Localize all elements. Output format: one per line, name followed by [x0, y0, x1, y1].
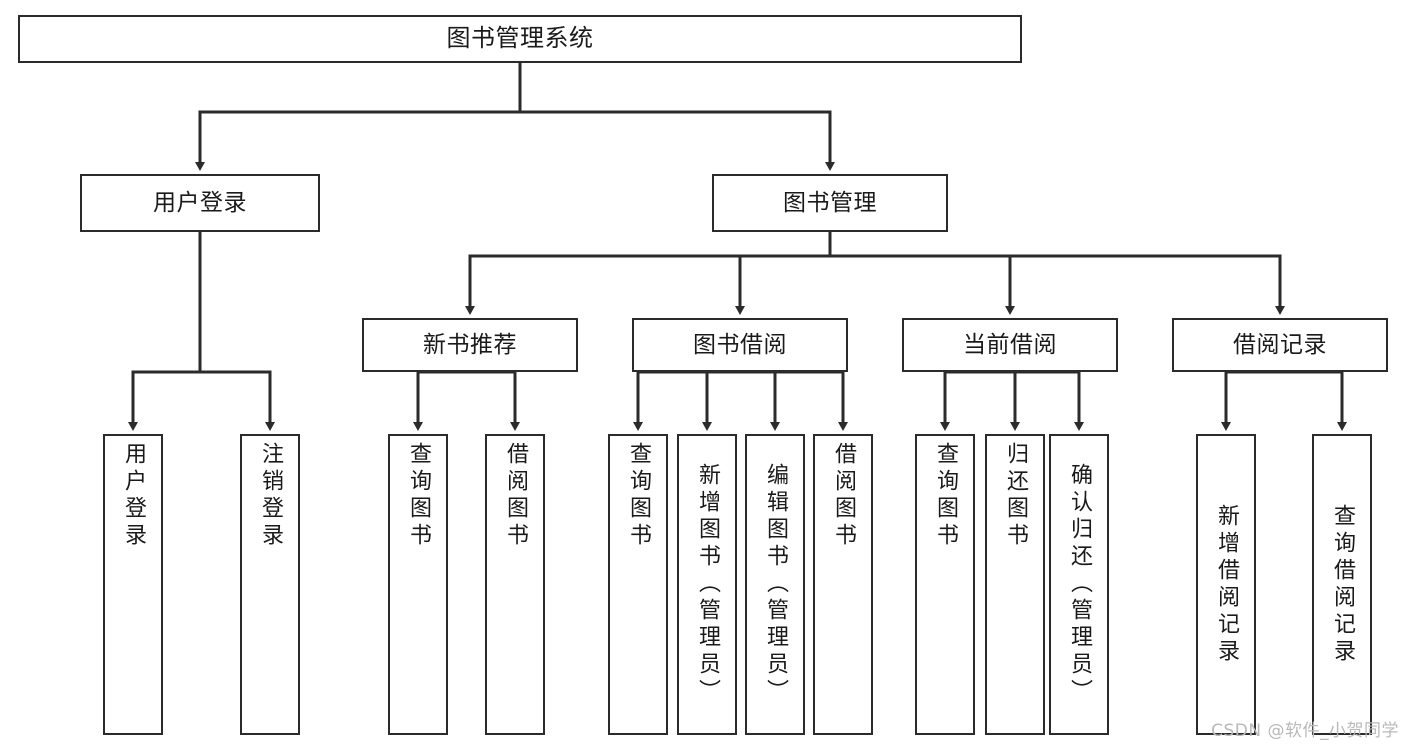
node-label: 查询图书	[933, 442, 958, 550]
node-label: 编辑图书（管理员）	[763, 463, 788, 706]
csdn-watermark: CSDN @软件_小贺同学	[1211, 721, 1399, 741]
node-label: 图书管理	[783, 189, 877, 216]
node-label: 查询图书	[406, 442, 431, 550]
node-leaf-edit-book-admin[interactable]: 编辑图书（管理员）	[745, 434, 805, 735]
node-label: 图书管理系统	[446, 24, 594, 53]
node-label: 查询图书	[626, 442, 651, 550]
node-label: 新书推荐	[423, 331, 517, 358]
node-book-manage[interactable]: 图书管理	[712, 174, 948, 232]
node-leaf-return-book[interactable]: 归还图书	[985, 434, 1045, 735]
node-leaf-query-book-rec[interactable]: 查询图书	[388, 434, 448, 735]
node-borrow-record[interactable]: 借阅记录	[1172, 318, 1388, 372]
node-label: 用户登录	[153, 189, 247, 216]
node-leaf-query-book-cb[interactable]: 查询图书	[915, 434, 975, 735]
node-leaf-borrow-book-rec[interactable]: 借阅图书	[485, 434, 545, 735]
node-leaf-logout[interactable]: 注销登录	[240, 434, 300, 735]
node-root[interactable]: 图书管理系统	[18, 15, 1022, 63]
node-label: 图书借阅	[693, 331, 787, 358]
node-leaf-query-borrow-record[interactable]: 查询借阅记录	[1312, 434, 1372, 735]
node-leaf-add-borrow-record[interactable]: 新增借阅记录	[1196, 434, 1256, 735]
node-label: 借阅记录	[1233, 331, 1327, 358]
node-label: 新增借阅记录	[1214, 503, 1239, 666]
node-label: 查询借阅记录	[1330, 503, 1355, 666]
node-user-login[interactable]: 用户登录	[80, 174, 320, 232]
node-book-borrow[interactable]: 图书借阅	[632, 318, 848, 372]
node-new-book-rec[interactable]: 新书推荐	[362, 318, 578, 372]
node-label: 当前借阅	[963, 331, 1057, 358]
node-leaf-borrow-book-bb[interactable]: 借阅图书	[813, 434, 873, 735]
node-leaf-confirm-return-admin[interactable]: 确认归还（管理员）	[1049, 434, 1109, 735]
node-label: 新增图书（管理员）	[695, 463, 720, 706]
node-current-borrow[interactable]: 当前借阅	[902, 318, 1118, 372]
node-label: 确认归还（管理员）	[1067, 463, 1092, 706]
node-leaf-add-book-admin[interactable]: 新增图书（管理员）	[677, 434, 737, 735]
node-label: 借阅图书	[831, 442, 856, 550]
node-label: 注销登录	[258, 442, 283, 550]
node-label: 用户登录	[121, 442, 146, 550]
node-label: 归还图书	[1003, 442, 1028, 550]
node-leaf-query-book-bb[interactable]: 查询图书	[608, 434, 668, 735]
node-leaf-user-login[interactable]: 用户登录	[103, 434, 163, 735]
node-label: 借阅图书	[503, 442, 528, 550]
